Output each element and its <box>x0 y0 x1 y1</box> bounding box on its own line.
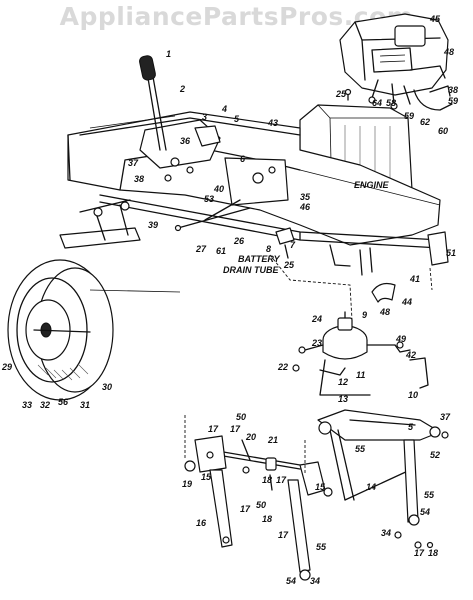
part-label: 50 <box>236 412 246 422</box>
engine-inset <box>339 13 453 111</box>
part-label: 17 <box>414 548 425 558</box>
part-label: 34 <box>310 576 320 586</box>
part-label: 12 <box>338 377 348 387</box>
part-label: 59 <box>448 96 458 106</box>
part-label: 18 <box>262 514 272 524</box>
part-label: 34 <box>381 528 391 538</box>
part-label: 5 <box>408 422 414 432</box>
part-label: 6 <box>240 154 246 164</box>
part-label: 62 <box>420 117 430 127</box>
part-label: 10 <box>408 390 418 400</box>
part-label: 4 <box>221 104 227 114</box>
part-label: 33 <box>22 400 32 410</box>
part-label: 17 <box>208 424 219 434</box>
part-label: 40 <box>213 184 224 194</box>
part-label: 26 <box>233 236 245 246</box>
part-label: 53 <box>204 194 214 204</box>
part-label: 58 <box>386 98 396 108</box>
part-label: 29 <box>1 362 12 372</box>
part-label: 24 <box>311 314 322 324</box>
part-label: 20 <box>245 432 256 442</box>
part-label: 37 <box>440 412 451 422</box>
part-label: 44 <box>401 297 412 307</box>
part-label: 25 <box>335 89 347 99</box>
part-label: 22 <box>277 362 288 372</box>
part-label: 42 <box>405 350 416 360</box>
mower-body <box>59 55 449 321</box>
part-label: 36 <box>180 136 191 146</box>
part-label: 21 <box>267 435 278 445</box>
part-label: 50 <box>256 500 266 510</box>
part-label: 17 <box>240 504 251 514</box>
part-label: 35 <box>300 192 311 202</box>
drain-tube-caption: DRAIN TUBE <box>223 265 279 275</box>
part-label: 7 <box>290 240 296 250</box>
lower-linkage <box>184 409 449 581</box>
part-label: 15 <box>315 482 326 492</box>
part-label: 31 <box>80 400 90 410</box>
part-label: 41 <box>409 274 420 284</box>
part-label: 38 <box>134 174 144 184</box>
part-label: 18 <box>428 548 438 558</box>
part-label: 14 <box>366 482 376 492</box>
solenoid-assembly <box>292 311 429 396</box>
part-label: 55 <box>355 444 366 454</box>
part-label: 17 <box>230 424 241 434</box>
part-label: 48 <box>379 307 390 317</box>
part-label: 17 <box>276 475 287 485</box>
part-label: 55 <box>316 542 327 552</box>
part-label: 54 <box>420 507 430 517</box>
part-label: 9 <box>362 310 367 320</box>
part-label: 49 <box>395 334 406 344</box>
part-label: 2 <box>179 84 185 94</box>
part-label: 1 <box>166 49 171 59</box>
part-number-labels: 1 2 3 4 5 36 37 38 40 43 6 53 26 27 39 6… <box>1 14 458 586</box>
part-label: 27 <box>195 244 207 254</box>
part-label: 56 <box>58 397 69 407</box>
part-label: 8 <box>266 244 271 254</box>
part-label: 61 <box>216 246 226 256</box>
part-label: 45 <box>429 14 441 24</box>
part-label: 39 <box>148 220 158 230</box>
part-label: 15 <box>201 472 212 482</box>
part-label: 18 <box>262 475 272 485</box>
part-label: 30 <box>102 382 112 392</box>
part-label: 11 <box>356 370 365 380</box>
part-label: 51 <box>446 248 456 258</box>
part-label: 16 <box>196 518 207 528</box>
part-label: 19 <box>182 479 192 489</box>
part-label: 3 <box>202 112 207 122</box>
part-label: 17 <box>278 530 289 540</box>
part-label: 13 <box>338 394 348 404</box>
part-label: 55 <box>424 490 435 500</box>
part-label: 59 <box>404 111 414 121</box>
part-label: 46 <box>299 202 311 212</box>
battery-caption: BATTERY <box>238 254 281 264</box>
part-label: 38 <box>448 85 458 95</box>
engine-caption: ENGINE <box>354 180 390 190</box>
part-label: 60 <box>438 126 448 136</box>
part-label: 25 <box>283 260 295 270</box>
part-label: 32 <box>40 400 50 410</box>
part-label: 54 <box>286 576 296 586</box>
part-label: 64 <box>372 98 382 108</box>
part-label: 43 <box>267 118 278 128</box>
part-label: 37 <box>128 158 139 168</box>
part-label: 52 <box>430 450 440 460</box>
part-label: 48 <box>443 47 454 57</box>
part-label: 5 <box>234 114 240 124</box>
part-label: 23 <box>311 338 322 348</box>
rear-wheel <box>7 259 181 401</box>
